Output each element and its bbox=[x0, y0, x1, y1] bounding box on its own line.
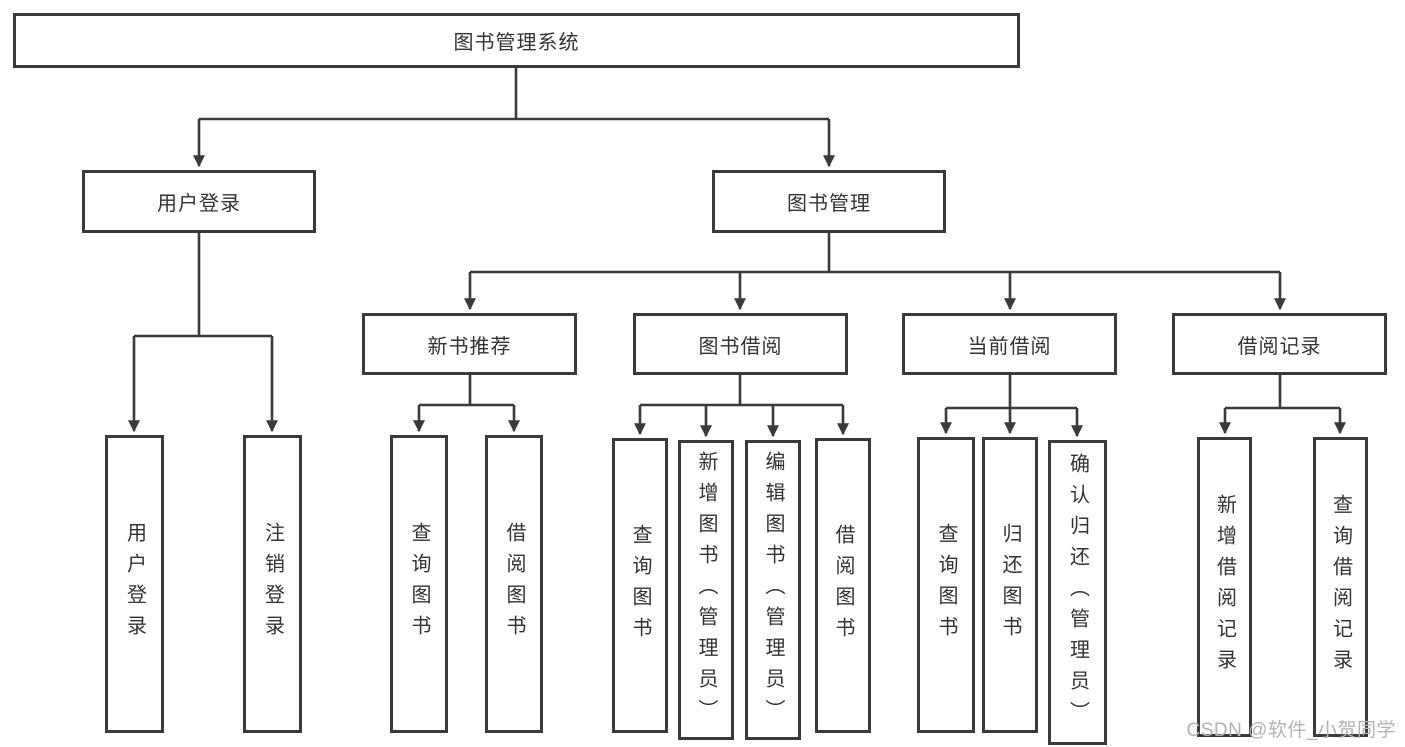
leaf-edit-book-admin: 编辑图书（管理员） bbox=[745, 440, 801, 740]
leaf-label: 借阅图书 bbox=[832, 523, 854, 648]
leaf-label: 查询图书 bbox=[935, 523, 957, 647]
leaf-query-books-recommend: 查询图书 bbox=[390, 435, 448, 733]
leaf-label: 借阅图书 bbox=[503, 522, 525, 646]
leaf-label: 确认归还（管理员） bbox=[1066, 453, 1089, 732]
leaf-confirm-return-admin: 确认归还（管理员） bbox=[1048, 440, 1107, 745]
node-library-system: 图书管理系统 bbox=[13, 13, 1020, 68]
node-user-login: 用户登录 bbox=[82, 170, 316, 233]
node-new-book-recommend: 新书推荐 bbox=[362, 313, 577, 375]
node-book-borrowing: 图书借阅 bbox=[633, 313, 848, 375]
node-book-management: 图书管理 bbox=[712, 170, 946, 233]
leaf-label: 新增借阅记录 bbox=[1213, 494, 1236, 680]
leaf-borrow-books-borrowing: 借阅图书 bbox=[815, 438, 871, 733]
leaf-label: 归还图书 bbox=[999, 523, 1021, 647]
leaf-query-books-current: 查询图书 bbox=[917, 437, 975, 733]
watermark: CSDN @软件_小贺同学 bbox=[1186, 720, 1396, 741]
leaf-label: 编辑图书（管理员） bbox=[762, 450, 784, 730]
leaf-user-login: 用户登录 bbox=[105, 435, 164, 733]
leaf-label: 查询图书 bbox=[408, 522, 430, 646]
leaf-query-borrow-record: 查询借阅记录 bbox=[1313, 437, 1368, 737]
leaf-label: 查询图书 bbox=[629, 523, 651, 648]
leaf-logout: 注销登录 bbox=[243, 435, 302, 733]
node-borrowing-records: 借阅记录 bbox=[1172, 313, 1387, 375]
node-current-borrowing: 当前借阅 bbox=[902, 313, 1117, 375]
leaf-add-borrow-record: 新增借阅记录 bbox=[1197, 437, 1252, 737]
leaf-add-book-admin: 新增图书（管理员） bbox=[678, 440, 734, 740]
leaf-return-books: 归还图书 bbox=[982, 437, 1038, 733]
leaf-label: 注销登录 bbox=[261, 522, 284, 646]
leaf-label: 新增图书（管理员） bbox=[695, 450, 717, 730]
leaf-borrow-books-recommend: 借阅图书 bbox=[485, 435, 543, 733]
leaf-label: 查询借阅记录 bbox=[1329, 494, 1352, 680]
leaf-label: 用户登录 bbox=[123, 522, 146, 646]
leaf-query-books-borrowing: 查询图书 bbox=[612, 438, 668, 733]
